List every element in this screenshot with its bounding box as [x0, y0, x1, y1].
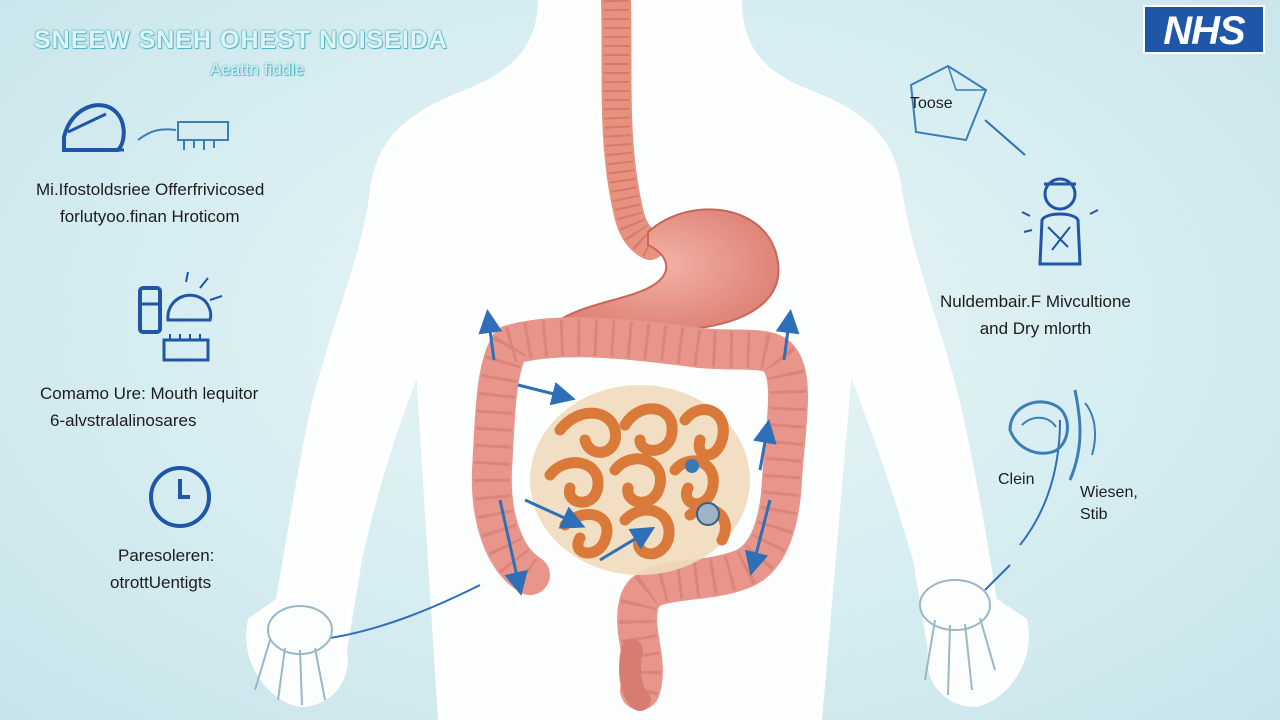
clock-icon: [149, 466, 211, 528]
connector-lines: [329, 119, 1061, 639]
large-intestine: [471, 317, 809, 710]
blockage-marker-2: [696, 502, 720, 526]
annotation-left-2-line2: 6-alvstralalinosares: [50, 411, 197, 430]
sun-calendar-icon: [138, 271, 223, 362]
annotation-right-1: Toose: [910, 90, 953, 117]
annotation-right-4-line1: Wiesen,: [1080, 484, 1138, 501]
page-subtitle: Aeattn fiddle: [210, 60, 305, 79]
annotation-right-2-line2: and Dry mlorth: [979, 319, 1092, 338]
nhs-logo: NHS: [1143, 5, 1265, 54]
annotation-right-2: Nuldembair.F Mivcultione and Dry mlorth: [940, 288, 1131, 342]
page-title: SNEEW SNEH OHEST NOISEIDA: [34, 26, 448, 54]
annotation-right-2-line1: Nuldembair.F Mivcultione: [940, 292, 1131, 311]
flow-arrows: [478, 309, 800, 596]
toothbrush-icon: [62, 103, 229, 152]
annotation-left-1-line1: Mi.Ifostoldsriee Offerfrivicosed: [36, 180, 265, 199]
annotation-right-1-line1: Toose: [910, 95, 953, 112]
blockage-marker: [685, 459, 699, 473]
annotation-right-3: Clein: [998, 466, 1034, 493]
annotation-left-2: Comamo Ure: Mouth lequitor 6-alvstralali…: [40, 380, 258, 434]
annotation-right-4-line2: Stib: [1080, 506, 1108, 523]
person-icon: [1021, 177, 1099, 266]
annotation-left-1-line2: forlutyoo.finan Hroticom: [60, 207, 240, 226]
annotation-right-3-line1: Clein: [998, 471, 1035, 488]
rectum: [619, 639, 651, 711]
hand-left: [254, 605, 333, 706]
note-icon: [909, 64, 988, 142]
annotation-right-4: Wiesen, Stib: [1080, 482, 1138, 526]
mouth-icon: [1008, 389, 1097, 481]
esophagus: [601, 0, 665, 260]
annotation-left-3-line1: Paresoleren:: [118, 546, 215, 565]
hand-right: [919, 579, 996, 696]
annotation-left-2-line1: Comamo Ure: Mouth lequitor: [40, 384, 259, 403]
annotation-left-3: Paresoleren: otrottUentigts: [110, 542, 215, 596]
annotation-left-1: Mi.Ifostoldsriee Offerfrivicosed forluty…: [36, 176, 264, 230]
annotation-left-3-line2: otrottUentigts: [110, 573, 212, 592]
